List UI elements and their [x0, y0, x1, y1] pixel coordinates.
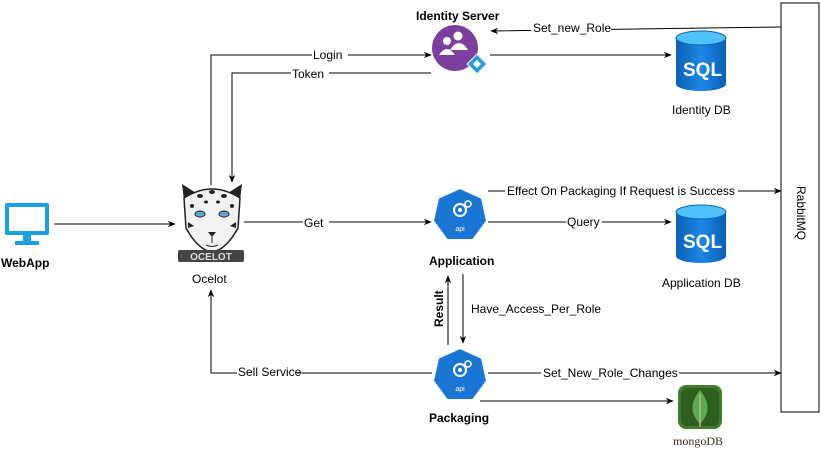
sql-database-icon: SQL — [675, 30, 727, 91]
application-label: Application — [429, 254, 494, 268]
mongodb-label: mongoDB — [673, 434, 723, 448]
application-node[interactable]: api Application — [429, 186, 494, 268]
key-badge-icon — [466, 53, 488, 75]
svg-text:api: api — [455, 226, 465, 233]
webapp-label: WebApp — [1, 256, 49, 270]
packaging-node[interactable]: api Packaging — [429, 346, 489, 425]
edge-sell-service-label: Sell Service — [238, 365, 302, 379]
ocelot-node[interactable]: OCELOT Ocelot — [178, 184, 244, 286]
webapp-node[interactable]: WebApp — [1, 203, 49, 270]
edges: Login Token Set_new_Role Get Effect On P… — [54, 20, 782, 405]
identity-server-label: Identity Server — [416, 9, 500, 23]
packaging-label: Packaging — [429, 411, 489, 425]
edge-set-new-role-label: Set_new_Role — [533, 21, 611, 35]
api-gear-icon: api — [431, 186, 489, 241]
rabbitmq-node[interactable]: RabbitMQ — [780, 2, 820, 413]
api-gear-icon: api — [431, 346, 489, 401]
edge-login — [210, 51, 432, 185]
identity-db-label: Identity DB — [672, 103, 731, 117]
edge-get-label: Get — [304, 216, 324, 230]
application-db-node[interactable]: SQL Application DB — [662, 204, 741, 290]
application-db-label: Application DB — [662, 276, 741, 290]
svg-text:SQL: SQL — [683, 60, 722, 81]
mongodb-leaf-icon — [678, 385, 722, 429]
identity-server-node[interactable]: Identity Server — [416, 9, 500, 75]
edge-result-label: Result — [432, 290, 446, 327]
edge-token — [228, 72, 431, 183]
mongodb-node[interactable]: mongoDB — [673, 385, 723, 448]
svg-text:SQL: SQL — [683, 232, 722, 253]
monitor-icon — [5, 203, 49, 245]
svg-text:OCELOT: OCELOT — [190, 252, 232, 263]
edge-login-label: Login — [313, 48, 342, 62]
ocelot-logo-icon: OCELOT — [178, 184, 244, 263]
svg-text:api: api — [455, 386, 465, 393]
edge-effect-label: Effect On Packaging If Request is Succes… — [507, 184, 735, 198]
edge-token-label: Token — [292, 67, 324, 81]
identity-db-node[interactable]: SQL Identity DB — [672, 30, 731, 117]
edge-set-new-role-changes-label: Set_New_Role_Changes — [543, 366, 678, 380]
edge-sell-service — [207, 289, 432, 374]
rabbitmq-label: RabbitMQ — [794, 186, 808, 240]
edge-query-label: Query — [567, 215, 600, 229]
edge-have-access-label: Have_Access_Per_Role — [471, 302, 601, 316]
sql-database-icon: SQL — [675, 204, 727, 263]
ocelot-label: Ocelot — [192, 272, 227, 286]
